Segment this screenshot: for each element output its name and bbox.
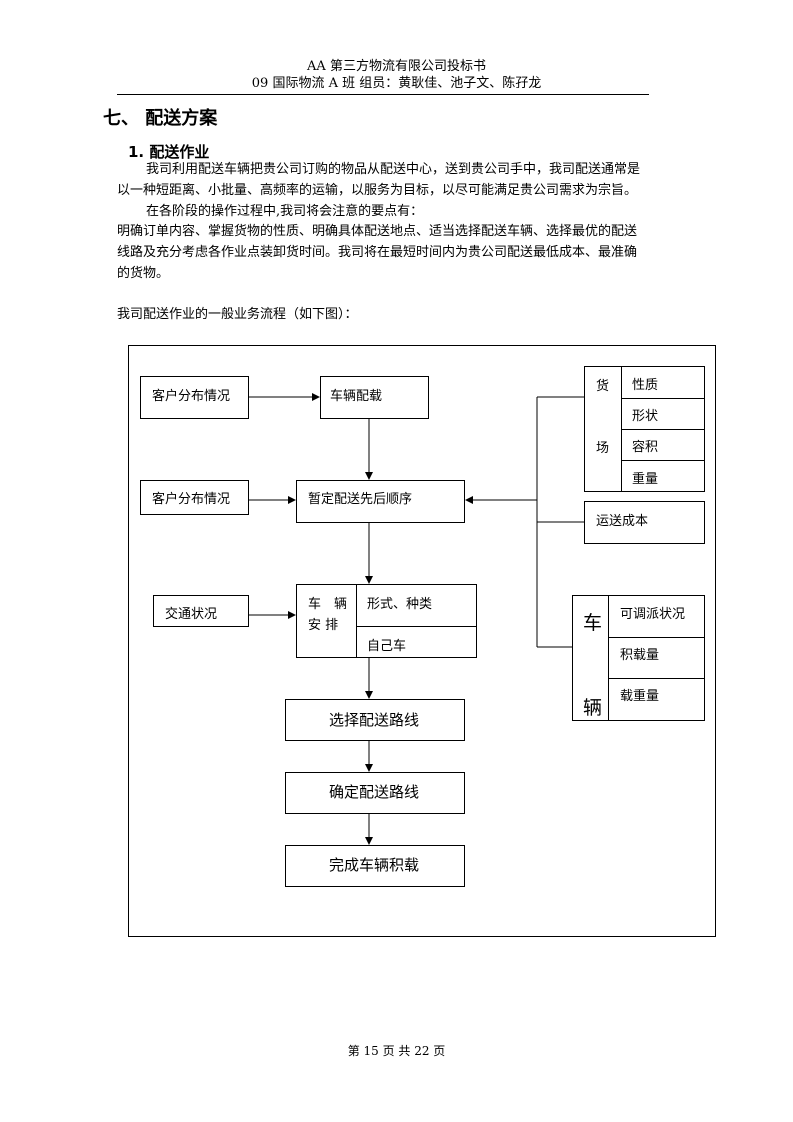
goods-table: 货 场 性质 形状 容积 重量 xyxy=(584,366,705,492)
goods-prop-shape: 形状 xyxy=(632,409,659,424)
goods-row-divider-1 xyxy=(621,398,704,399)
transport-cost-box: 运送成本 xyxy=(584,501,705,544)
vehicle-arrangement-label-line2: 安 排 xyxy=(308,618,339,633)
vehicle-arrangement-divider xyxy=(356,585,357,657)
paragraph-1-line-1: 我司利用配送车辆把贵公司订购的物品从配送中心，送到贵公司手中，我司配送通常是 xyxy=(146,162,641,177)
vehicle-label-char-1: 车 xyxy=(583,612,603,634)
goods-label-char-1: 货 xyxy=(596,379,610,394)
page-footer: 第 15 页 共 22 页 xyxy=(347,1044,446,1058)
customer-distribution-box-1: 客户分布情况 xyxy=(140,376,249,419)
vehicle-row-divider-2 xyxy=(608,678,704,679)
traffic-label: 交通状况 xyxy=(165,607,218,622)
goods-prop-volume: 容积 xyxy=(632,440,659,455)
vehicle-loading-box: 车辆配载 xyxy=(320,376,429,419)
goods-prop-weight: 重量 xyxy=(632,472,659,487)
vehicle-table-divider xyxy=(608,596,609,720)
vehicle-prop-availability: 可调派状况 xyxy=(620,607,686,622)
choose-route-label: 选择配送路线 xyxy=(329,711,420,729)
vehicle-arrangement-label-line1: 车 辆 xyxy=(308,597,348,612)
customer-distribution-box-2: 客户分布情况 xyxy=(140,480,249,515)
confirm-route-box: 确定配送路线 xyxy=(285,772,465,814)
traffic-box: 交通状况 xyxy=(153,595,249,627)
paragraph-2-line-3: 线路及充分考虑各作业点装卸货时间。我司将在最短时间内为贵公司配送最低成本、最准确 xyxy=(117,245,638,260)
goods-prop-nature: 性质 xyxy=(632,378,659,393)
own-vehicle-label: 自己车 xyxy=(367,639,407,654)
vehicle-loading-label: 车辆配载 xyxy=(330,389,383,404)
flowchart-frame xyxy=(128,345,716,937)
customer-distribution-label-1: 客户分布情况 xyxy=(152,389,231,404)
transport-cost-label: 运送成本 xyxy=(596,514,649,529)
vehicle-arrangement-box: 车 辆 安 排 形式、种类 自己车 xyxy=(296,584,477,658)
subsection-title: 1. 配送作业 xyxy=(128,143,210,161)
paragraph-2-line-1: 在各阶段的操作过程中,我司将会注意的要点有： xyxy=(146,204,424,219)
confirm-route-label: 确定配送路线 xyxy=(329,783,420,801)
goods-row-divider-3 xyxy=(621,460,704,461)
goods-label-char-2: 场 xyxy=(596,441,610,456)
tentative-order-label: 暂定配送先后顺序 xyxy=(308,492,413,507)
complete-loading-box: 完成车辆积载 xyxy=(285,845,465,887)
paragraph-3: 我司配送作业的一般业务流程（如下图）： xyxy=(117,307,358,322)
vehicle-label-char-2: 辆 xyxy=(583,697,603,719)
tentative-order-box: 暂定配送先后顺序 xyxy=(296,480,465,523)
doc-header-line2: 09 国际物流 A 班 组员：黄耿佳、池子文、陈孖龙 xyxy=(251,76,542,91)
section-title: 七、 配送方案 xyxy=(103,108,218,129)
vehicle-row-divider-1 xyxy=(608,637,704,638)
vehicle-arrangement-row-divider xyxy=(356,626,476,627)
goods-row-divider-2 xyxy=(621,429,704,430)
customer-distribution-label-2: 客户分布情况 xyxy=(152,492,231,507)
paragraph-2-line-4: 的货物。 xyxy=(117,266,170,281)
vehicle-prop-stowage: 积载量 xyxy=(620,648,660,663)
header-divider xyxy=(117,94,649,95)
form-type-label: 形式、种类 xyxy=(367,597,433,612)
paragraph-1-line-2: 以一种短距离、小批量、高频率的运输，以服务为目标，以尽可能满足贵公司需求为宗旨。 xyxy=(117,183,638,198)
vehicle-prop-payload: 载重量 xyxy=(620,689,660,704)
paragraph-2-line-2: 明确订单内容、掌握货物的性质、明确具体配送地点、适当选择配送车辆、选择最优的配送 xyxy=(117,224,638,239)
vehicle-table: 车 辆 可调派状况 积载量 载重量 xyxy=(572,595,705,721)
choose-route-box: 选择配送路线 xyxy=(285,699,465,741)
doc-header-line1: AA 第三方物流有限公司投标书 xyxy=(307,59,486,74)
complete-loading-label: 完成车辆积载 xyxy=(329,856,420,874)
